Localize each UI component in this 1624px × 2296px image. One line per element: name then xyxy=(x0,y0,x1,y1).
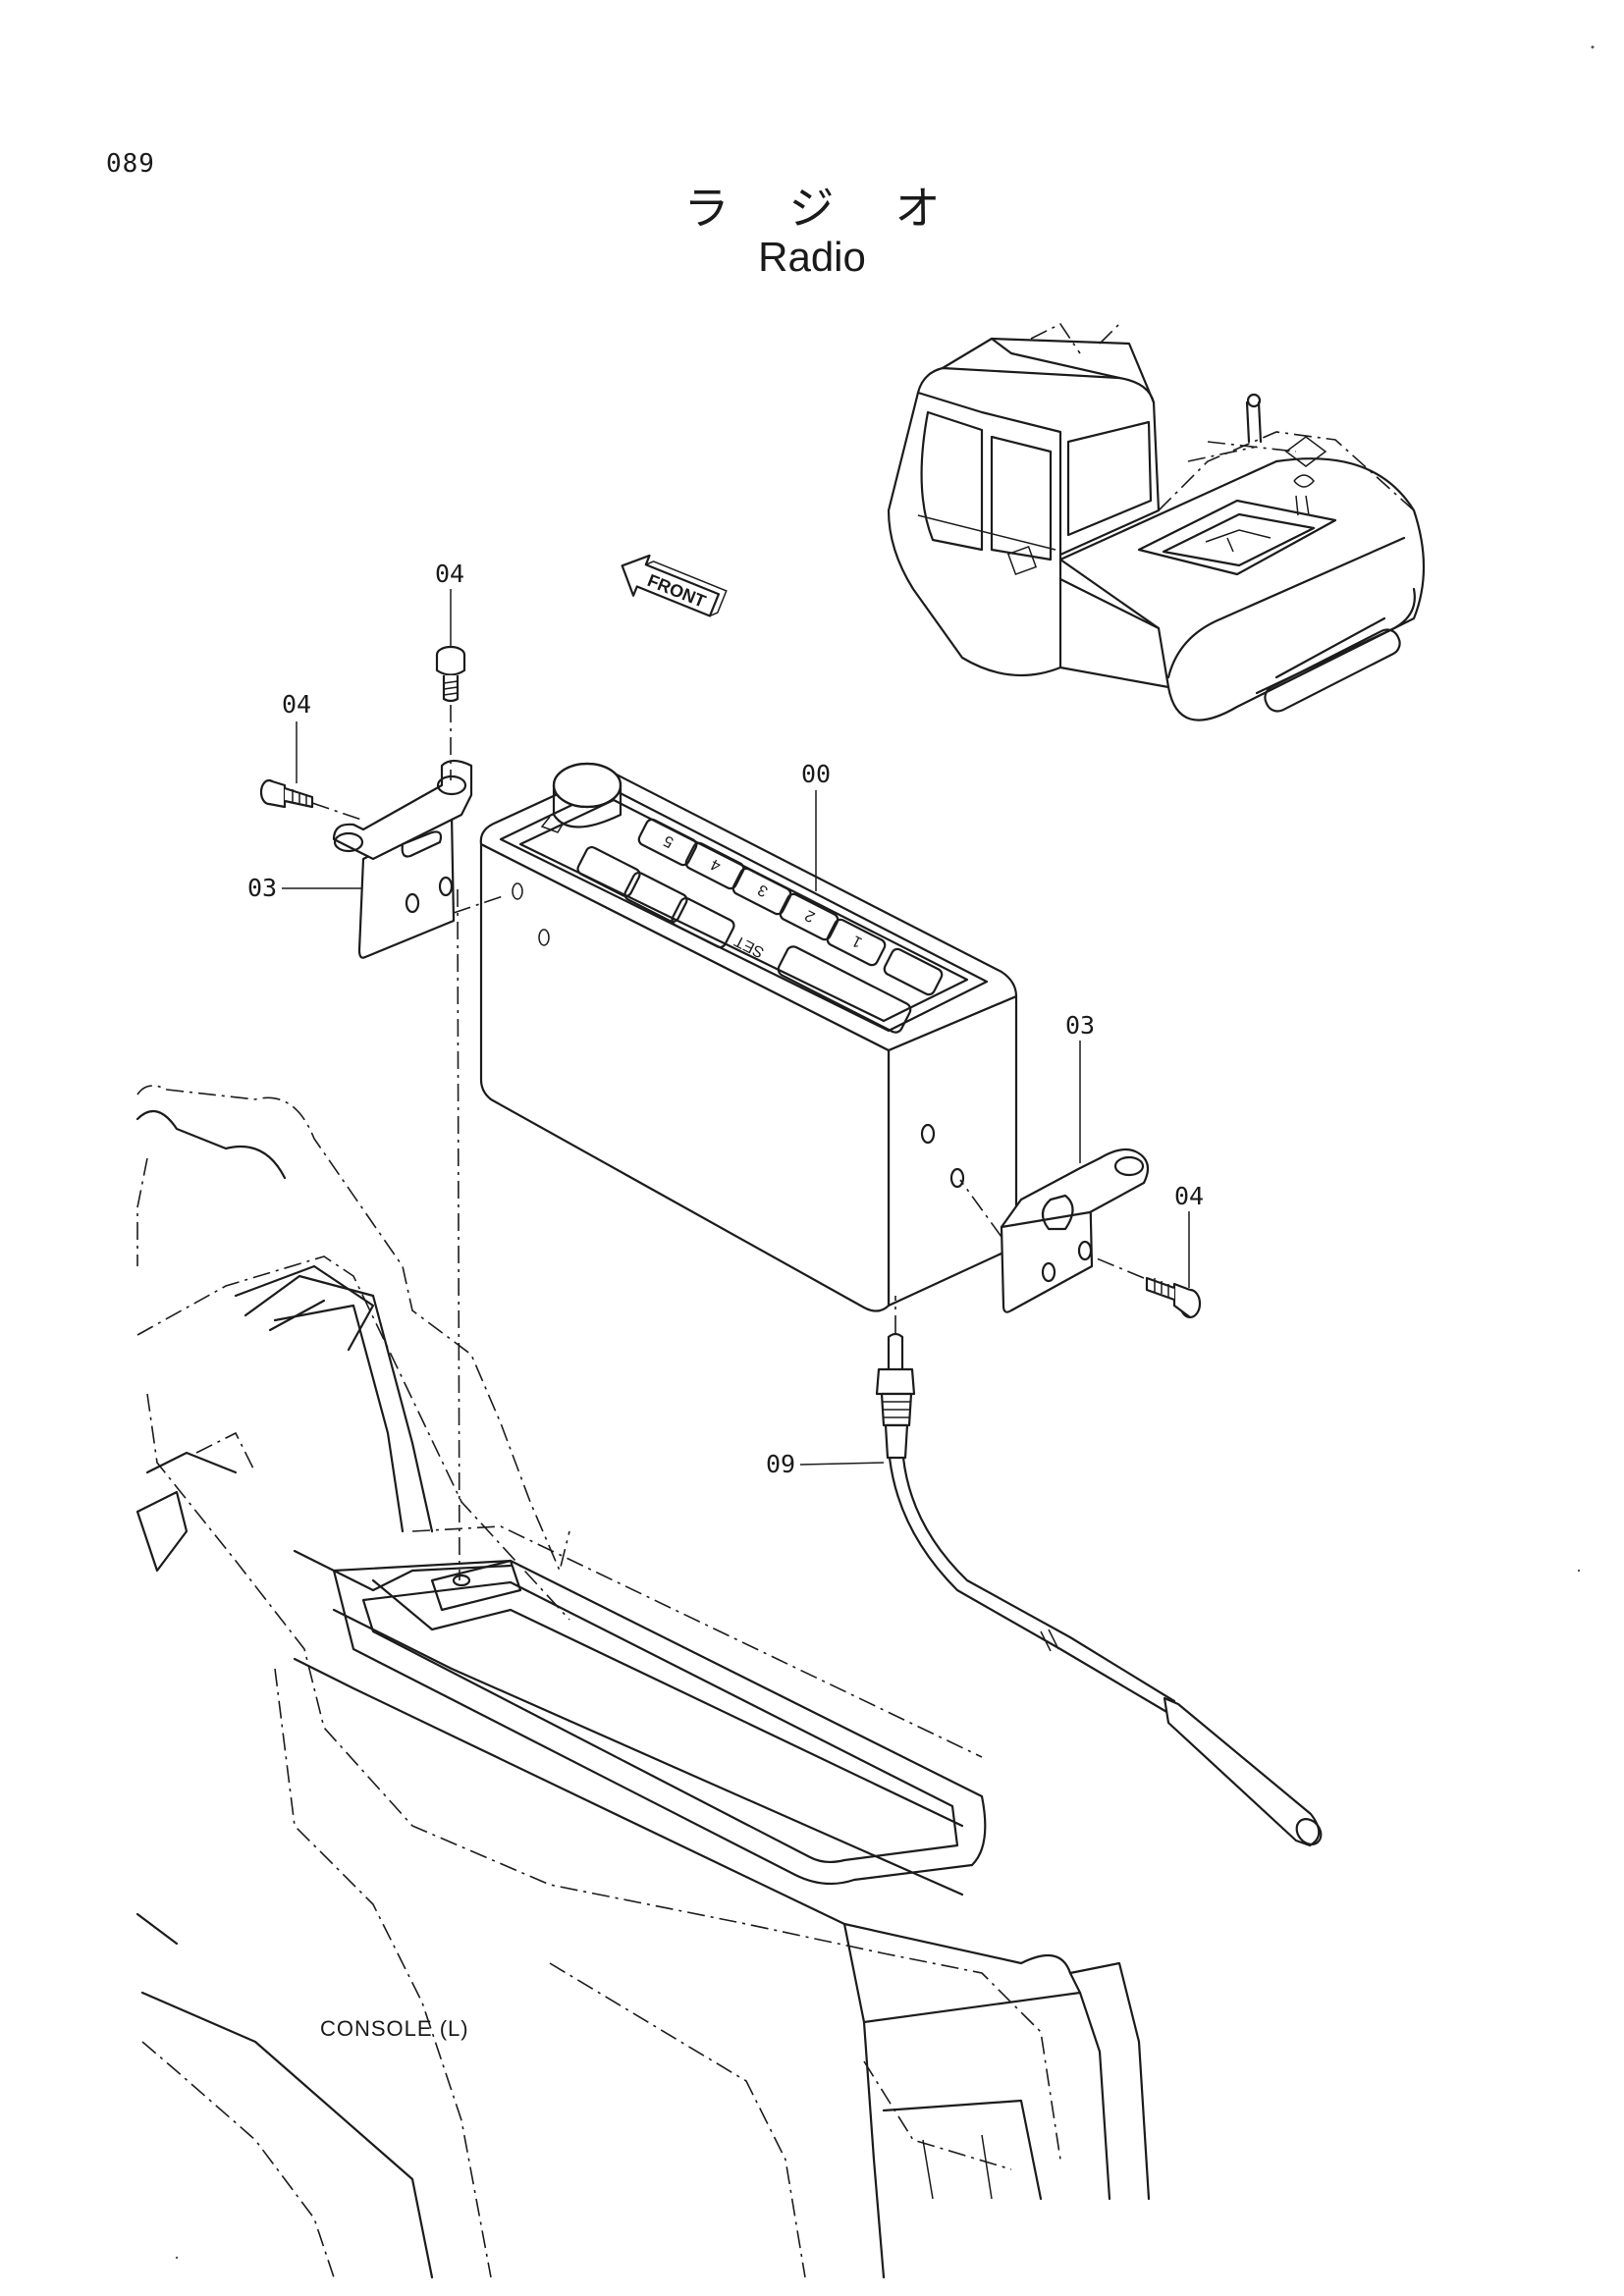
callout-04-top: 04 xyxy=(435,560,464,648)
svg-text:09: 09 xyxy=(766,1450,795,1478)
antenna-cable xyxy=(875,1332,1323,1847)
assembly-line-right-bolt xyxy=(1091,1255,1145,1279)
assembly-line-right-bracket xyxy=(959,1179,1002,1238)
bracket-left xyxy=(332,759,473,959)
excavator-overview-icon xyxy=(887,322,1426,721)
callout-00: 00 xyxy=(801,760,831,891)
assembly-line-left-bolt xyxy=(311,802,362,821)
callout-04-left: 04 xyxy=(282,690,311,783)
console-label: CONSOLE (L) xyxy=(320,2016,469,2041)
console-mount-plate xyxy=(430,1559,522,1612)
scan-speck xyxy=(1591,45,1595,49)
callout-03-right: 03 xyxy=(1065,1011,1095,1163)
console-mount-hole xyxy=(452,1574,471,1587)
scan-speck xyxy=(1577,1569,1581,1573)
callout-04-right: 04 xyxy=(1174,1182,1204,1288)
console-l: CONSOLE (L) xyxy=(135,1085,1151,2279)
front-arrow-icon: FRONT xyxy=(621,554,728,617)
page-number: 089 xyxy=(106,149,155,179)
callout-03-left: 03 xyxy=(247,874,361,902)
title-japanese: ラジオ xyxy=(683,182,1001,235)
scan-speck xyxy=(175,2256,179,2260)
svg-text:03: 03 xyxy=(1065,1011,1095,1040)
svg-text:00: 00 xyxy=(801,760,831,788)
svg-text:04: 04 xyxy=(1174,1182,1204,1210)
bolt-left xyxy=(259,778,314,809)
bracket-right xyxy=(1000,1148,1150,1313)
title-english: Radio xyxy=(758,234,866,280)
bolt-right xyxy=(1145,1276,1202,1319)
callout-09: 09 xyxy=(766,1450,885,1478)
radio-unit: 5 4 3 2 1 xyxy=(479,762,1018,1312)
svg-text:03: 03 xyxy=(247,874,277,902)
svg-text:04: 04 xyxy=(435,560,464,588)
svg-text:04: 04 xyxy=(282,690,311,719)
assembly-line-left-bracket xyxy=(453,894,507,914)
bolt-top xyxy=(435,645,466,703)
assembly-line-console xyxy=(457,888,460,1581)
